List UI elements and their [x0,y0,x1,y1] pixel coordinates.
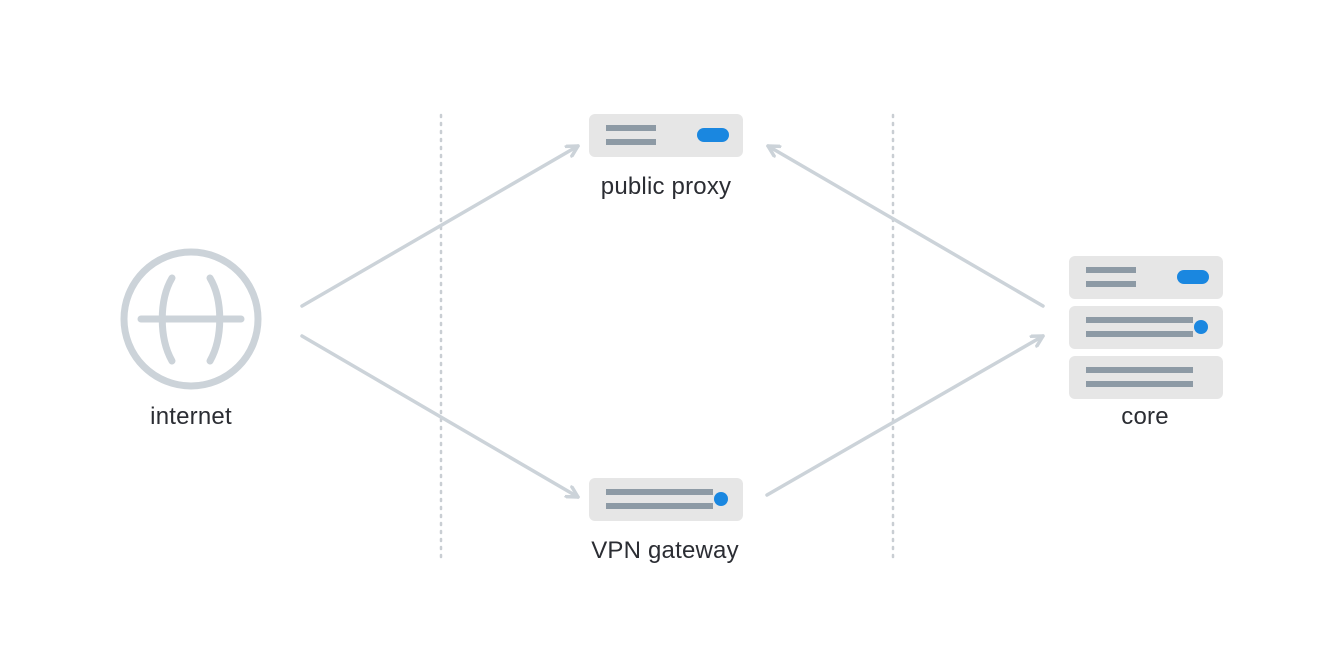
globe-icon [120,248,262,390]
label-internet: internet [150,403,232,430]
status-pill [697,128,729,142]
label-core: core [1121,403,1169,430]
status-dot [714,492,728,506]
edge-internet-to-public-proxy [300,144,580,308]
label-vpn-gateway: VPN gateway [591,537,739,564]
server-stack-icon-core [1069,256,1223,399]
status-dot [1194,320,1208,334]
edge-core-to-public-proxy [766,144,1045,308]
edge-vpn-gateway-to-core [765,334,1045,497]
label-public-proxy: public proxy [600,173,732,200]
server-icon-public-proxy [589,114,743,157]
status-pill [1177,270,1209,284]
edge-internet-to-vpn-gateway [300,334,580,499]
server-icon-vpn-gateway [589,478,743,521]
